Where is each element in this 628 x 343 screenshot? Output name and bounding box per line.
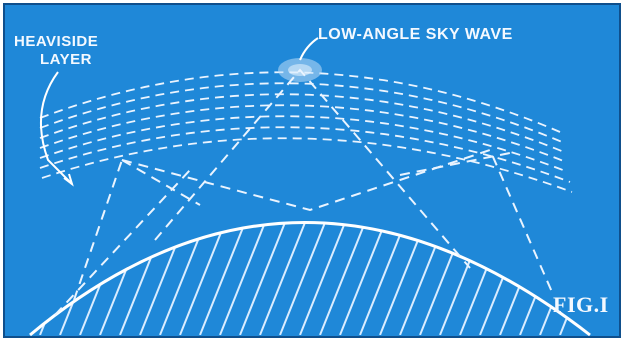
layer-arc-6 <box>39 126 571 183</box>
ray-low-angle-right <box>121 148 553 293</box>
earth-hatching <box>30 222 590 335</box>
sky-wave-label: LOW-ANGLE SKY WAVE <box>318 26 513 43</box>
heaviside-label-line1: HEAVISIDE <box>14 33 99 50</box>
layer-arc-2 <box>39 82 563 143</box>
sky-wave-rays <box>54 68 553 316</box>
layer-arc-5 <box>39 115 569 173</box>
layer-arc-3 <box>39 93 565 153</box>
earth-surface-curve <box>29 221 591 337</box>
heaviside-label-line2: LAYER <box>40 51 92 68</box>
ray-long-span <box>54 169 191 316</box>
layer-arc-1 <box>39 71 561 133</box>
sky-wave-pointer <box>299 37 319 61</box>
ray-mid-left <box>121 159 201 206</box>
figure-number-label: FIG.I <box>553 292 609 317</box>
ray-high-left <box>154 68 471 269</box>
layer-arc-4 <box>39 104 567 163</box>
ray-short-right <box>399 151 516 176</box>
layer-arc-7 <box>41 137 573 193</box>
heaviside-layer-arcs <box>39 71 573 193</box>
heaviside-pointer-head <box>63 173 74 187</box>
ray-low-angle-outer <box>73 159 123 301</box>
earth <box>29 221 591 337</box>
heaviside-pointer-arrow <box>39 71 73 185</box>
